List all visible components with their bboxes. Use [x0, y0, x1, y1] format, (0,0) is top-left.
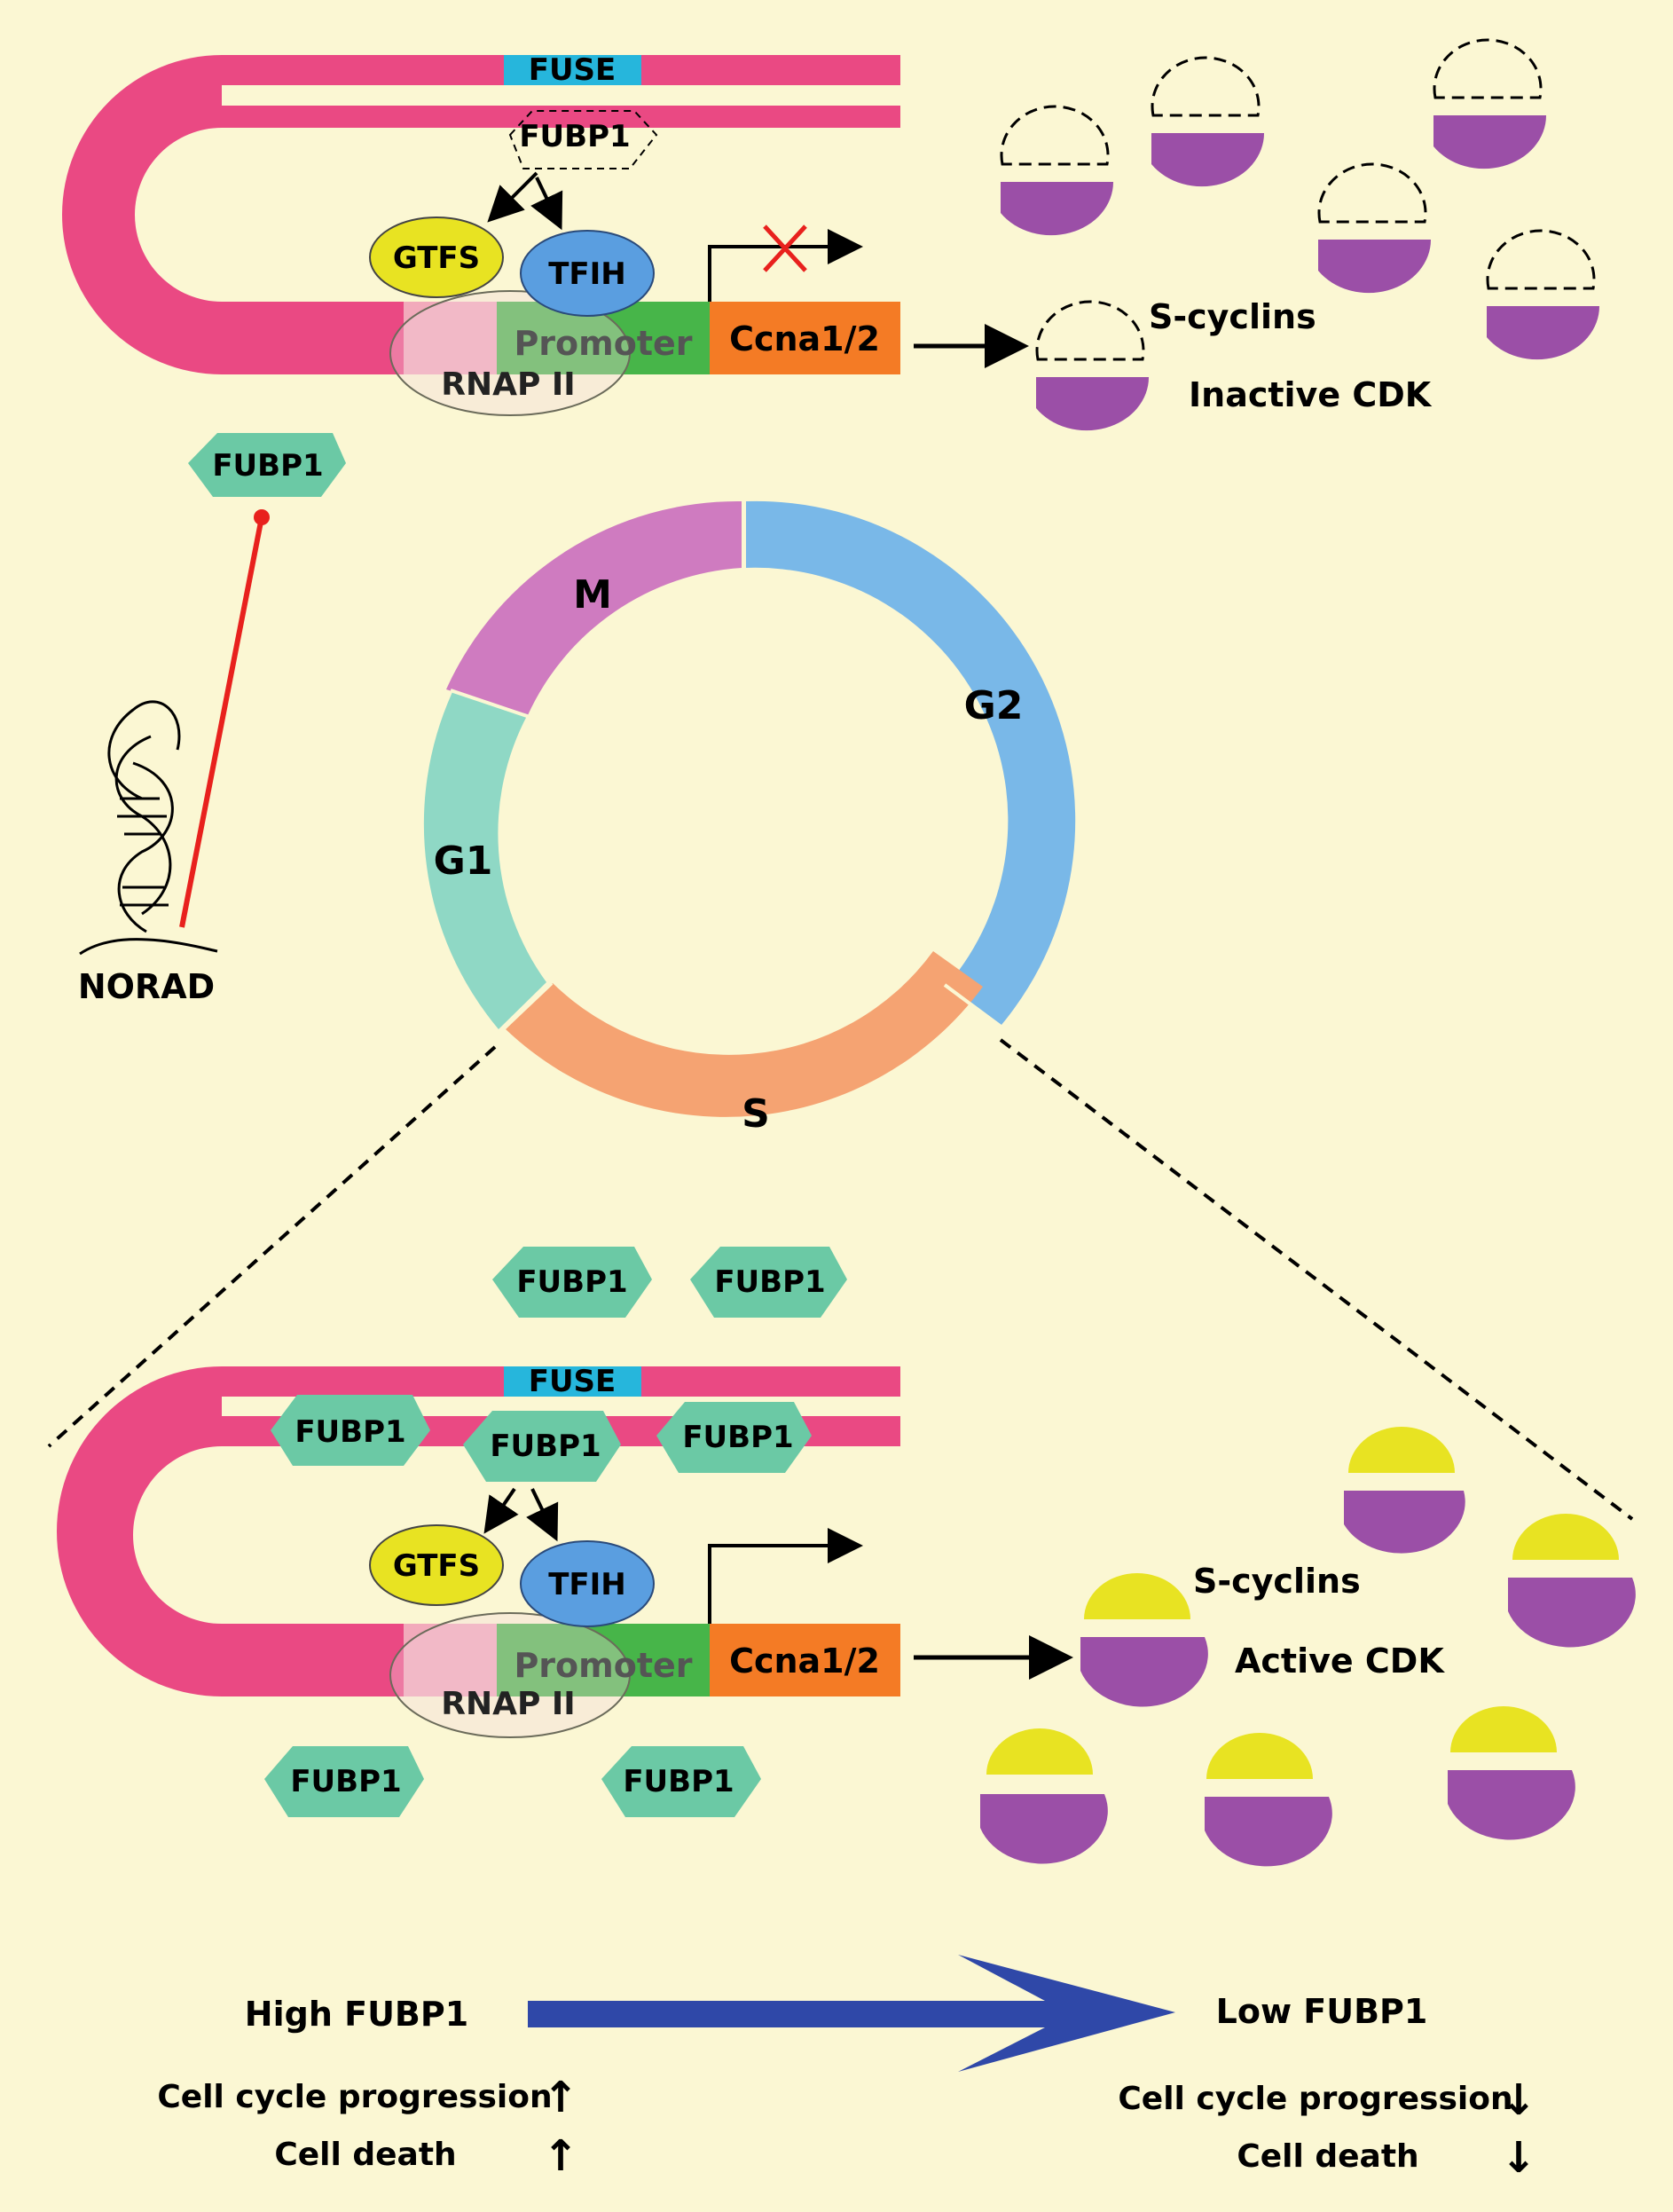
inhibition-dot: [254, 509, 270, 525]
phase-s-label: S: [742, 1091, 770, 1137]
fubp1-free-label: FUBP1: [212, 448, 323, 484]
phase-m-arc: [446, 500, 742, 715]
gene-box-bottom: [710, 1624, 900, 1696]
fubp1-free-bottom-label: FUBP1: [290, 1764, 401, 1799]
inhibition-line: [179, 516, 264, 928]
promoter-label-bottom: Promoter: [514, 1646, 692, 1685]
inactive-cdk-label: Inactive CDK: [1189, 375, 1433, 414]
death-up-arrow: ↑: [543, 2131, 578, 2181]
rnap-pink-bottom: [404, 1624, 497, 1696]
arrow-to-gtfs-top: [487, 171, 538, 223]
inactive-complex: [1486, 229, 1600, 360]
death-down-arrow: ↓: [1501, 2133, 1536, 2183]
transition-arrow: [528, 1955, 1175, 2072]
arrow-to-tfih-bottom: [526, 1488, 559, 1542]
phase-g2-arc: [746, 500, 1076, 1025]
top-panel: FUSE FUBP1 Ccna1/2 Promoter RNAP II GTFS…: [62, 38, 1600, 497]
arrow-to-gtfs-bottom: [483, 1487, 519, 1534]
phase-m-label: M: [573, 572, 612, 618]
phase-s-arc: [506, 951, 983, 1117]
low-fubp1-label: Low FUBP1: [1216, 1992, 1428, 2031]
gtfs-bottom: [369, 1524, 504, 1606]
fubp1-bound: [463, 1411, 621, 1482]
inactive-complex: [1317, 162, 1432, 294]
progression-down-arrow: ↓: [1501, 2075, 1536, 2125]
norad-label: NORAD: [78, 967, 215, 1006]
active-complex: [1344, 1427, 1465, 1554]
phase-g1-arc: [423, 692, 546, 1029]
rnap-pink-top: [404, 302, 497, 374]
norad-inhibition: NORAD: [78, 509, 270, 1006]
zoom-line-left: [47, 1045, 497, 1448]
fuse-label-bottom: FUSE: [529, 1364, 617, 1399]
cell-cycle-ring: M G2 S G1: [423, 500, 1076, 1137]
fubp1-bound-label: FUBP1: [682, 1420, 793, 1455]
rnap-label-top: RNAP II: [441, 366, 575, 403]
progression-high-label: Cell cycle progression: [157, 2079, 552, 2115]
death-low-label: Cell death: [1237, 2138, 1418, 2175]
gtfs-label-top: GTFS: [393, 240, 480, 276]
active-complex: [1508, 1514, 1636, 1648]
rnap-label-bottom: RNAP II: [441, 1686, 575, 1722]
fubp1-bound-label: FUBP1: [490, 1429, 601, 1464]
fubp1-free-bottom: [264, 1746, 424, 1817]
gene-box-top: [710, 302, 900, 374]
active-cdk-label: Active CDK: [1235, 1641, 1445, 1681]
inactive-complex: [1151, 56, 1265, 187]
inactive-complex: [1000, 105, 1114, 236]
active-complex: [1205, 1733, 1332, 1867]
fubp1-bound: [656, 1402, 812, 1473]
dna-gap-top: [222, 85, 905, 106]
gtfs-label-bottom: GTFS: [393, 1548, 480, 1584]
s-cyclins-label-top: S-cyclins: [1149, 297, 1316, 336]
norad-rna-icon: [79, 700, 218, 956]
arrow-to-tfih-top: [530, 177, 563, 231]
fubp1-floating: [690, 1247, 847, 1318]
fubp1-absent-top: [508, 110, 658, 169]
fubp1-floating-label: FUBP1: [516, 1264, 627, 1300]
rnap-ii-top: [389, 290, 631, 416]
fubp1-floating-label: FUBP1: [714, 1264, 825, 1300]
promoter-label-top: Promoter: [514, 324, 692, 363]
fubp1-bound-label: FUBP1: [295, 1414, 405, 1450]
death-high-label: Cell death: [274, 2137, 456, 2173]
phase-g1-label: G1: [434, 838, 493, 884]
inactive-complex: [1433, 38, 1547, 169]
tss-arrow-bottom: [708, 1528, 863, 1624]
active-complex: [1448, 1706, 1575, 1840]
tfih-label-top: TFIH: [548, 256, 626, 292]
tss-arrow-top: [708, 229, 863, 302]
inactive-complex: [1035, 300, 1150, 431]
fubp1-floating: [492, 1247, 652, 1318]
blocked-x-icon: [763, 224, 807, 272]
fubp1-absent-label: FUBP1: [519, 119, 630, 154]
fubp1-free-top: [188, 433, 346, 497]
high-fubp1-label: High FUBP1: [245, 1995, 468, 2034]
rnap-ii-bottom: [389, 1612, 631, 1738]
summary: High FUBP1 Low FUBP1 Cell cycle progress…: [157, 1955, 1536, 2183]
tfih-top: [520, 230, 655, 317]
gtfs-top: [369, 216, 504, 298]
fuse-label-top: FUSE: [529, 52, 617, 88]
progression-low-label: Cell cycle progression: [1118, 2081, 1512, 2117]
tfih-bottom: [520, 1540, 655, 1627]
gene-label-bottom: Ccna1/2: [729, 1641, 880, 1681]
fuse-box-bottom: [504, 1366, 641, 1397]
phase-g2-label: G2: [964, 683, 1024, 728]
s-cyclins-label-bottom: S-cyclins: [1193, 1562, 1361, 1601]
fubp1-bound: [271, 1395, 430, 1466]
active-complex: [980, 1728, 1108, 1864]
bottom-panel: FUBP1 FUBP1 FUSE FUBP1 FUBP1 FUBP1 Ccna1…: [57, 1247, 1636, 1867]
gene-label-top: Ccna1/2: [729, 319, 880, 358]
progression-up-arrow: ↑: [543, 2073, 578, 2122]
fuse-box-top: [504, 55, 641, 85]
zoom-line-right: [999, 1038, 1634, 1521]
fubp1-free-bottom: [601, 1746, 761, 1817]
fubp1-free-bottom-label: FUBP1: [623, 1764, 734, 1799]
active-complex: [1080, 1573, 1208, 1707]
tfih-label-bottom: TFIH: [548, 1567, 626, 1602]
